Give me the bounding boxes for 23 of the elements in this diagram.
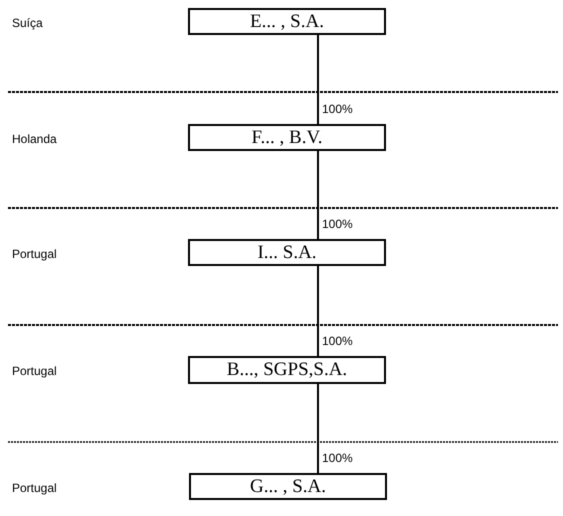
connector-line bbox=[317, 384, 319, 473]
company-name: B..., SGPS,S.A. bbox=[226, 359, 348, 381]
company-box bbox=[188, 124, 386, 151]
connector-line bbox=[317, 266, 319, 356]
country-label: Portugal bbox=[12, 364, 57, 378]
country-label: Holanda bbox=[12, 132, 57, 146]
company-box bbox=[188, 356, 386, 384]
country-label: Portugal bbox=[12, 481, 57, 495]
company-name: F... , B.V. bbox=[252, 126, 322, 148]
edge-label: 100% bbox=[321, 334, 354, 348]
country-label: Suíça bbox=[12, 16, 43, 30]
country-label: Portugal bbox=[12, 247, 57, 261]
company-name: G... , S.A. bbox=[250, 476, 326, 498]
company-box bbox=[188, 8, 386, 35]
connector-line bbox=[317, 151, 319, 239]
company-name: E... , S.A. bbox=[250, 10, 324, 32]
company-box bbox=[188, 239, 386, 266]
edge-label: 100% bbox=[321, 102, 354, 116]
company-name: I... S.A. bbox=[257, 242, 317, 264]
edge-label: 100% bbox=[321, 451, 354, 465]
company-box bbox=[189, 473, 387, 500]
edge-label: 100% bbox=[321, 217, 354, 231]
connector-line bbox=[317, 35, 319, 124]
